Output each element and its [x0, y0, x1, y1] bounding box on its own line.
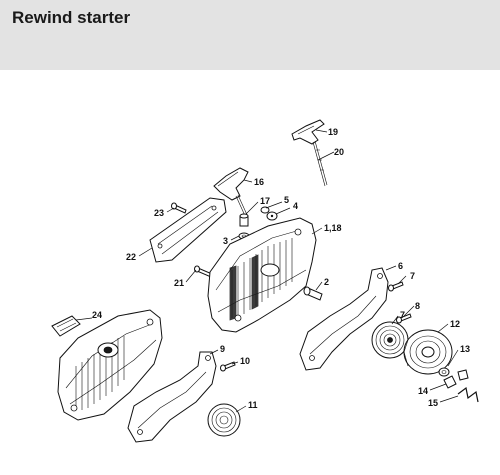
callout-10: 10 — [240, 356, 250, 366]
part-8-screw — [396, 313, 412, 324]
part-20-rope — [312, 140, 328, 187]
callout-24: 24 — [92, 310, 102, 320]
callout-6: 6 — [398, 261, 403, 271]
callout-1-18: 1,18 — [324, 223, 342, 233]
callout-12: 12 — [450, 319, 460, 329]
callout-21: 21 — [174, 278, 184, 288]
callout-14: 14 — [418, 386, 428, 396]
callout-20: 20 — [334, 147, 344, 157]
part-14-pawl — [443, 369, 469, 389]
part-1-18-fan-housing — [207, 217, 317, 333]
part-7a-screw — [388, 281, 404, 292]
leader-lines — [75, 129, 459, 413]
left-fan-housing — [57, 309, 163, 421]
part-10-screw — [220, 361, 236, 372]
callout-5: 5 — [284, 195, 289, 205]
part-9-bracket — [127, 351, 217, 443]
part-19-handle — [291, 119, 325, 145]
part-22-cover-plate — [149, 197, 227, 263]
callout-22: 22 — [126, 252, 136, 262]
callout-3: 3 — [223, 236, 228, 246]
part-15-spring-clip — [457, 386, 479, 403]
part-7b-rewind-spring — [371, 321, 409, 359]
callout-labels: 19 20 16 17 5 4 23 3 1,18 22 21 6 7 2 8 … — [92, 127, 470, 410]
part-4-screw — [266, 211, 278, 221]
callout-8: 8 — [415, 301, 420, 311]
part-23-screw — [171, 202, 187, 214]
callout-2: 2 — [324, 277, 329, 287]
callout-23: 23 — [154, 208, 164, 218]
part-17-bush — [239, 213, 249, 227]
callout-13: 13 — [460, 344, 470, 354]
callout-7b: 7 — [400, 310, 405, 320]
callout-15: 15 — [428, 398, 438, 408]
part-24-label-plate — [51, 315, 81, 337]
callout-9: 9 — [220, 344, 225, 354]
part-12-rope-rotor — [403, 329, 453, 375]
callout-19: 19 — [328, 127, 338, 137]
part-6-bracket — [299, 267, 389, 371]
callout-16: 16 — [254, 177, 264, 187]
callout-4: 4 — [293, 201, 298, 211]
callout-7a: 7 — [410, 271, 415, 281]
part-13-washer — [438, 367, 450, 377]
part-11-spring — [207, 403, 241, 437]
callout-11: 11 — [248, 400, 258, 410]
page-title: Rewind starter — [12, 8, 131, 27]
part-2-pin — [303, 286, 323, 301]
callout-17: 17 — [260, 196, 270, 206]
page-header: Rewind starter — [0, 0, 500, 70]
part-5-washer — [260, 206, 270, 214]
